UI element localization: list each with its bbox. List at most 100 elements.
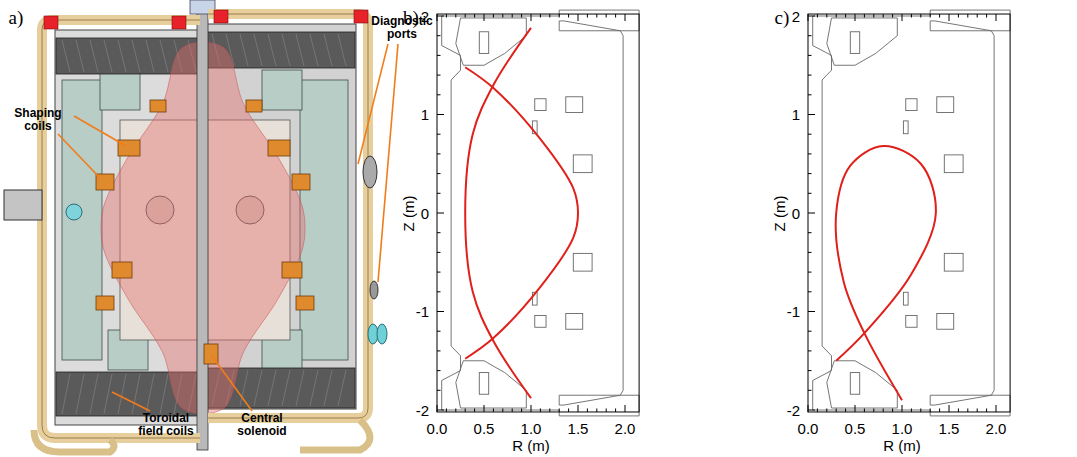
tick-mark xyxy=(437,213,444,214)
tick-mark xyxy=(996,14,997,21)
tick-mark xyxy=(826,14,827,18)
tick-mark xyxy=(902,14,903,21)
tick-label: 0 xyxy=(421,205,429,222)
tick-mark xyxy=(625,405,626,412)
plate-rib xyxy=(146,40,154,72)
tick-mark xyxy=(836,14,837,18)
plate-rib xyxy=(104,40,112,72)
tick-mark xyxy=(437,193,441,194)
poloidal-field-coil xyxy=(903,121,908,134)
tick-label: 1.0 xyxy=(892,420,913,437)
tick-mark xyxy=(446,408,447,412)
tick-mark xyxy=(606,408,607,412)
poloidal-field-coil xyxy=(944,155,963,173)
tick-mark xyxy=(474,14,475,18)
tick-mark xyxy=(568,408,569,412)
tick-mark xyxy=(986,14,987,18)
tick-label: -2 xyxy=(787,402,800,419)
tick-mark xyxy=(808,35,812,36)
clamp-block xyxy=(354,10,368,23)
tick-mark xyxy=(808,232,812,233)
tick-mark xyxy=(967,14,968,18)
leader-line xyxy=(358,44,388,164)
tick-mark xyxy=(873,408,874,412)
tick-label: 0.5 xyxy=(474,420,495,437)
tick-mark xyxy=(437,291,441,292)
tick-mark xyxy=(845,14,846,18)
tick-mark xyxy=(808,94,812,95)
tick-mark xyxy=(437,35,441,36)
shaping-coil xyxy=(150,100,166,112)
tick-label: 0 xyxy=(792,205,800,222)
leader-line xyxy=(74,116,126,146)
plate-rib xyxy=(268,34,276,66)
tick-mark xyxy=(512,14,513,18)
tick-mark xyxy=(930,408,931,412)
tick-mark xyxy=(808,370,812,371)
plate-rib xyxy=(104,374,112,414)
tick-mark xyxy=(808,134,812,135)
tick-mark xyxy=(808,291,812,292)
plate-rib xyxy=(160,374,168,414)
plate-rib xyxy=(282,34,290,66)
tick-mark xyxy=(892,408,893,412)
poloidal-field-coil xyxy=(573,253,592,271)
tick-mark xyxy=(437,75,441,76)
tick-mark xyxy=(512,408,513,412)
tick-mark xyxy=(437,272,441,273)
tick-mark xyxy=(845,408,846,412)
plate-rib xyxy=(282,370,290,406)
tick-label: 0.5 xyxy=(845,420,866,437)
poloidal-field-coil xyxy=(566,97,583,113)
tick-mark xyxy=(531,14,532,21)
shaping-coil xyxy=(96,296,114,310)
plate-rib xyxy=(132,40,140,72)
tick-mark xyxy=(920,408,921,412)
poloidal-field-coil xyxy=(535,315,546,327)
tick-mark xyxy=(437,94,441,95)
tick-label: -1 xyxy=(787,303,800,320)
poloidal-field-coil xyxy=(937,97,954,113)
tick-mark xyxy=(873,14,874,18)
toroidal-field-coil xyxy=(208,14,368,418)
diagnostic-port xyxy=(370,281,378,299)
tick-mark xyxy=(615,408,616,412)
tick-mark xyxy=(949,405,950,412)
tick-mark xyxy=(817,14,818,18)
vessel-wall xyxy=(813,10,1010,416)
tick-mark xyxy=(437,14,438,21)
tick-mark xyxy=(958,408,959,412)
tick-mark xyxy=(911,14,912,18)
diagnostic-port xyxy=(4,190,42,220)
divertor-structure xyxy=(827,18,898,65)
tick-mark xyxy=(808,390,812,391)
plate-rib xyxy=(268,370,276,406)
plate-rib xyxy=(310,370,318,406)
poloidal-field-coil xyxy=(566,313,583,329)
tick-mark xyxy=(996,405,997,412)
tick-mark xyxy=(474,408,475,412)
tick-mark xyxy=(531,405,532,412)
tick-label: -1 xyxy=(416,303,429,320)
plot-frame xyxy=(808,14,1010,412)
poloidal-field-coil xyxy=(535,99,546,111)
tick-mark xyxy=(808,193,812,194)
leader-line xyxy=(212,356,252,411)
tick-mark xyxy=(521,14,522,18)
tick-mark xyxy=(939,14,940,18)
tick-mark xyxy=(465,14,466,18)
tick-mark xyxy=(808,311,815,312)
tick-mark xyxy=(437,410,444,411)
tick-mark xyxy=(977,408,978,412)
tick-mark xyxy=(864,14,865,18)
plate-rib xyxy=(254,370,262,406)
tick-mark xyxy=(437,55,441,56)
tick-mark xyxy=(967,408,968,412)
coil-foot xyxy=(300,420,370,450)
toroidal-field-coil xyxy=(42,20,200,438)
tick-label: 0.0 xyxy=(798,420,819,437)
tick-mark xyxy=(437,16,444,17)
tick-mark xyxy=(437,173,441,174)
central-solenoid xyxy=(197,4,208,450)
tick-mark xyxy=(578,405,579,412)
